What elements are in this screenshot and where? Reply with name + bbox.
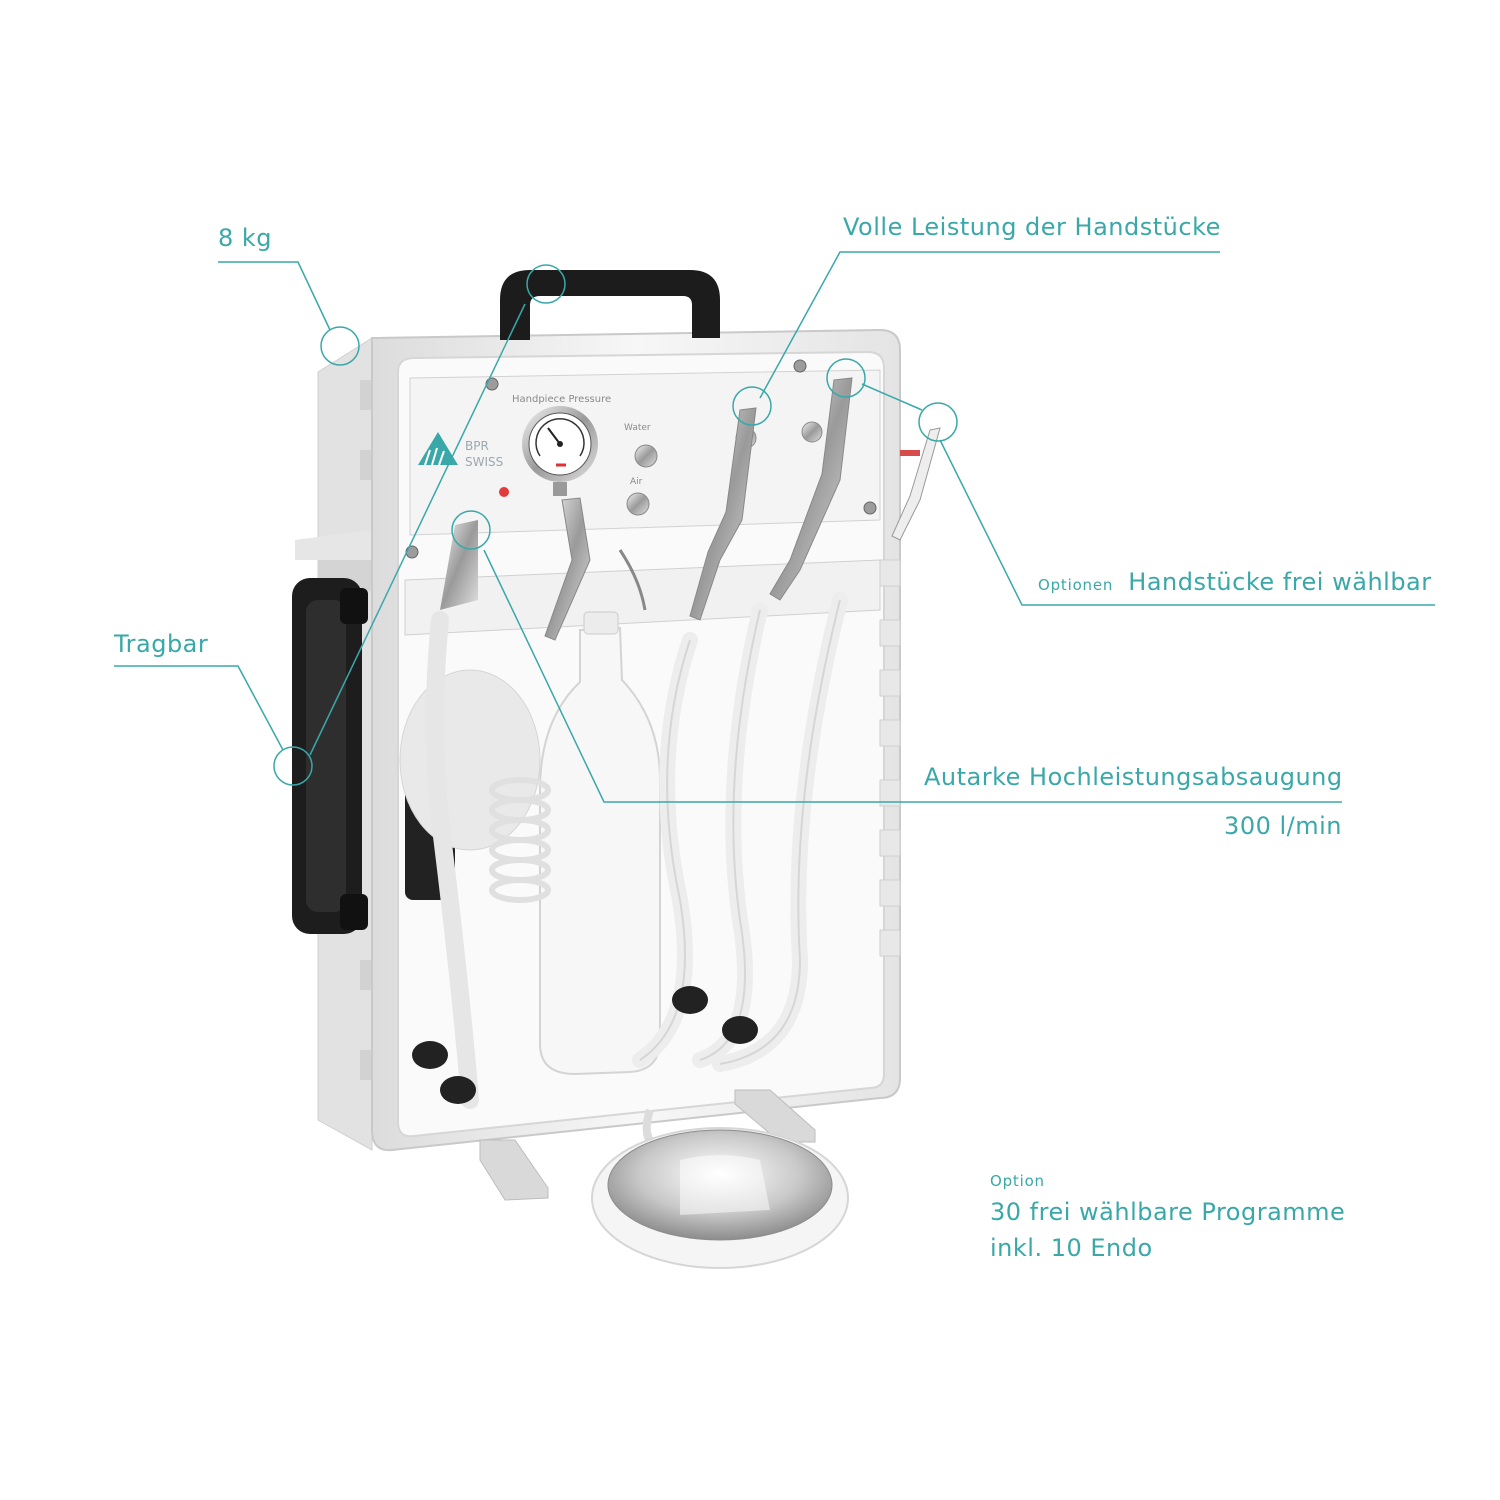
options-text: Handstücke frei wählbar [1128,568,1432,596]
program-line-1: 30 frei wählbare Programme [990,1198,1346,1226]
panel-heading: Handpiece Pressure [512,394,611,405]
stand-feet [479,1089,816,1201]
logo-line-1: BPR [465,439,489,453]
air-label: Air [630,477,643,487]
logo-line-2: SWISS [465,455,503,469]
water-label: Water [624,423,651,433]
program-prefix: Option [990,1172,1045,1190]
suction-hose [426,611,479,1109]
options-prefix: Optionen [1038,576,1114,594]
program-line-2: inkl. 10 Endo [990,1234,1153,1262]
portable-label: Tragbar [114,630,209,658]
options-callout: Optionen Handstücke frei wählbar [1038,568,1432,596]
top-handle [500,270,720,340]
weight-label: 8 kg [218,224,273,252]
handpiece-icon [544,377,941,641]
suction-title: Autarke Hochleistungsabsaugung [924,763,1343,791]
dental-unit: BPR SWISS Handpiece Pressure Water Air [292,270,941,1201]
foot-pedal [591,1108,849,1269]
coiled-hose [489,777,551,903]
water-bottle [539,611,661,1076]
handpieces-power-label: Volle Leistung der Handstücke [843,213,1221,241]
brand-logo: BPR SWISS [418,432,503,469]
pressure-gauge-icon [522,406,598,496]
suction-value: 300 l/min [1224,812,1342,840]
callout-lines [114,251,1435,803]
